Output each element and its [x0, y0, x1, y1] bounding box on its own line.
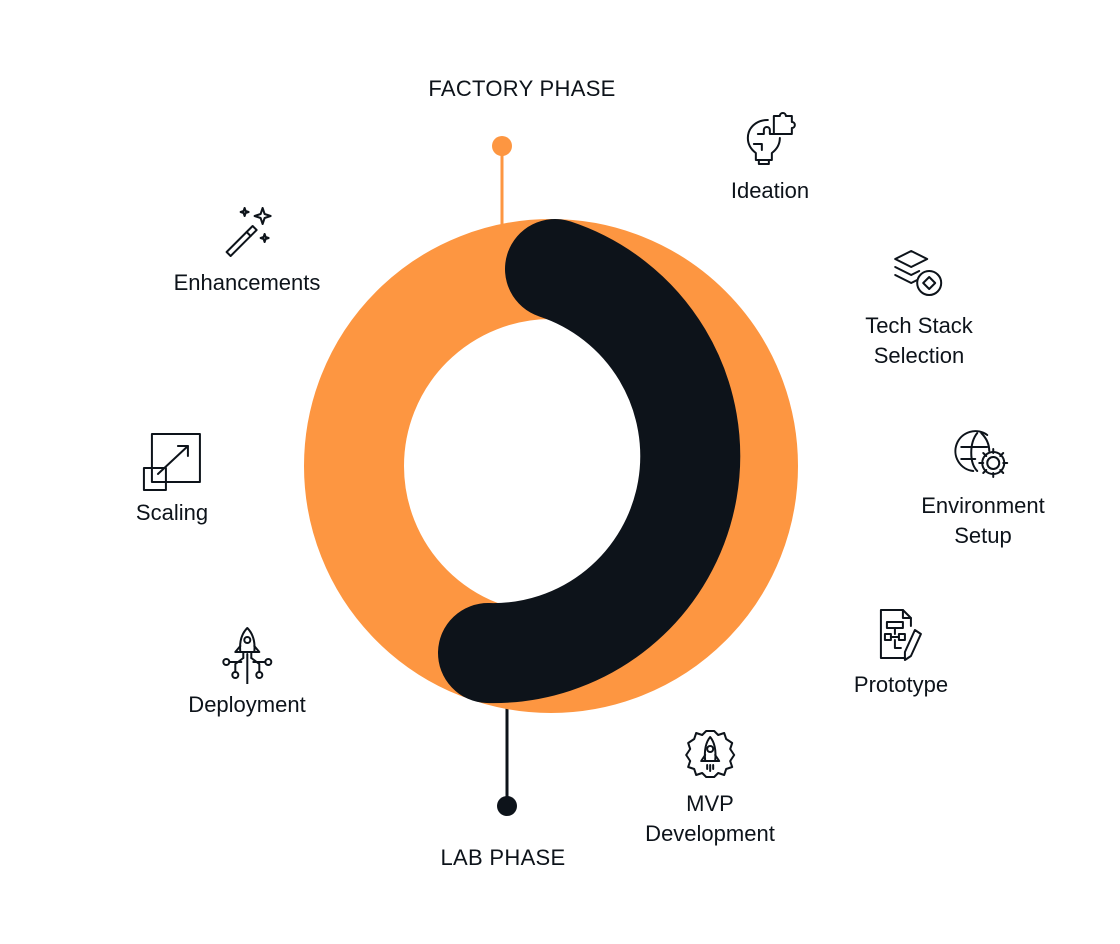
- step-enhancements: Enhancements: [173, 202, 321, 298]
- globe-gear-icon: [953, 425, 1013, 485]
- step-ideation: Ideation: [731, 110, 809, 206]
- resize-icon: [142, 432, 202, 492]
- rocket-circuit-icon: [217, 624, 277, 684]
- rocket-gear-icon: [680, 723, 740, 783]
- step-label: Environment Setup: [921, 493, 1045, 548]
- layers-icon: [889, 245, 949, 305]
- factory-phase-label: FACTORY PHASE: [428, 76, 616, 101]
- step-label: Tech Stack Selection: [865, 313, 973, 368]
- step-scaling: Scaling: [136, 432, 208, 528]
- step-environment-setup: Environment Setup: [921, 425, 1045, 551]
- step-label: Enhancements: [173, 270, 321, 295]
- lab-phase-arc: [438, 219, 741, 704]
- step-mvp-development: MVP Development: [645, 723, 775, 849]
- factory-connector-dot: [492, 136, 512, 156]
- step-deployment: Deployment: [188, 624, 306, 720]
- step-tech-stack-selection: Tech Stack Selection: [865, 245, 973, 371]
- lab-connector-dot: [497, 796, 517, 816]
- lab-phase-label: LAB PHASE: [440, 845, 566, 870]
- step-label: MVP Development: [645, 791, 775, 846]
- document-flowchart-icon: [871, 604, 931, 664]
- step-label: Prototype: [853, 672, 949, 697]
- magic-wand-icon: [217, 202, 277, 262]
- step-label: Deployment: [188, 692, 306, 717]
- step-label: Ideation: [730, 178, 810, 203]
- step-prototype: Prototype: [854, 604, 948, 700]
- lightbulb-puzzle-icon: [740, 110, 800, 170]
- step-label: Scaling: [135, 500, 209, 525]
